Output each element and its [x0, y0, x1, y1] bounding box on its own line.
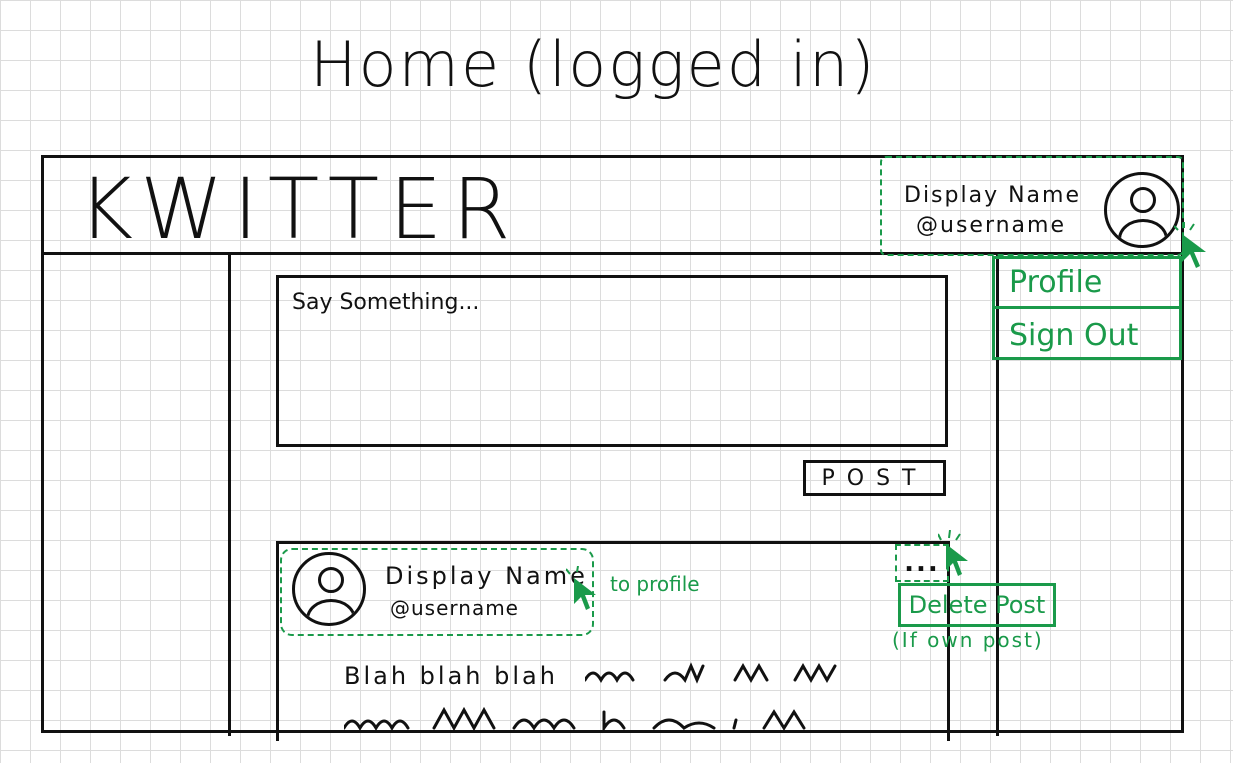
- cursor-icon: [1174, 222, 1206, 268]
- menu-item-sign-out[interactable]: Sign Out: [1009, 317, 1139, 353]
- cursor-icon: [938, 530, 968, 576]
- post-author-link[interactable]: [280, 548, 594, 636]
- menu-item-profile[interactable]: Profile: [995, 259, 1179, 309]
- header-divider: [41, 252, 1184, 255]
- user-dropdown-menu: Profile Sign Out: [992, 256, 1182, 360]
- delete-post-button[interactable]: Delete Post: [898, 583, 1056, 627]
- post-button[interactable]: POST: [803, 460, 946, 496]
- post-avatar-icon[interactable]: [292, 552, 366, 626]
- delete-post-note: (If own post): [892, 628, 1044, 652]
- post-text-line: Blah blah blah: [344, 662, 558, 690]
- logo[interactable]: KWITTER: [78, 160, 521, 258]
- header-user-button[interactable]: [880, 156, 1184, 256]
- browser-frame: [41, 155, 1184, 733]
- more-icon: ...: [904, 548, 940, 578]
- page-title: Home (logged in): [310, 28, 877, 101]
- avatar-icon[interactable]: [1104, 172, 1180, 248]
- post-display-name: Display Name: [385, 562, 588, 590]
- scribble-line: [344, 706, 806, 734]
- left-column-divider: [228, 252, 231, 736]
- header-display-name: Display Name: [904, 183, 1081, 208]
- compose-placeholder: Say Something...: [292, 290, 480, 315]
- post-body-text: Blah blah blah: [344, 654, 904, 738]
- to-profile-annotation: to profile: [610, 572, 700, 596]
- cursor-icon: [566, 566, 596, 610]
- scribble-line: [585, 662, 837, 684]
- compose-textarea[interactable]: [276, 275, 948, 447]
- post-username: @username: [390, 596, 519, 620]
- post-card: [276, 541, 950, 741]
- right-column-divider: [996, 252, 999, 736]
- header-username: @username: [916, 213, 1066, 238]
